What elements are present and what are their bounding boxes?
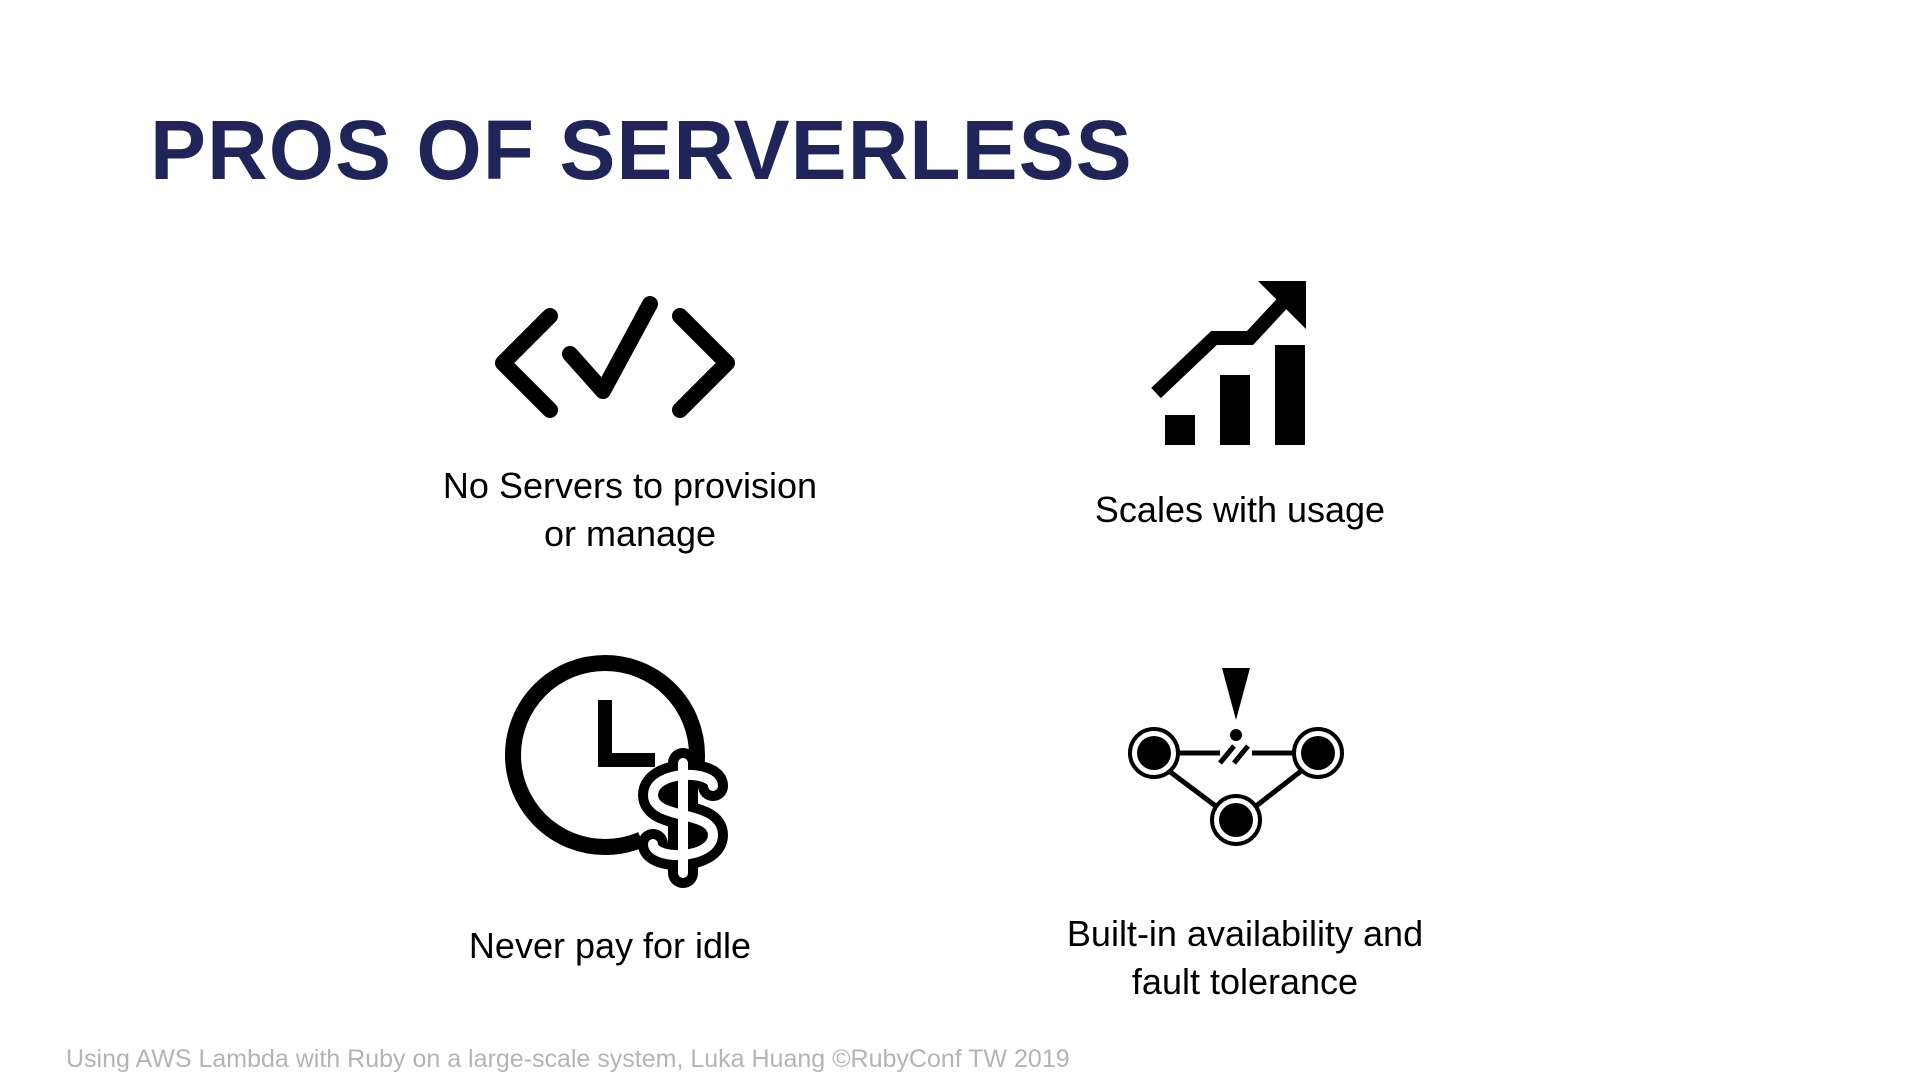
code-check-icon (495, 296, 735, 418)
fault-tolerance-network-icon (1128, 668, 1344, 846)
caption-built-in-availability: Built-in availability and fault toleranc… (1015, 910, 1475, 1006)
clock-dollar-icon (505, 655, 731, 888)
growth-chart-icon (1151, 281, 1306, 445)
caption-no-servers: No Servers to provision or manage (400, 462, 860, 558)
caption-scales: Scales with usage (1020, 486, 1460, 534)
caption-line: Scales with usage (1094, 489, 1386, 530)
caption-never-pay: Never pay for idle (400, 922, 820, 970)
caption-line: Never pay for idle (468, 925, 752, 966)
caption-line: No Servers to provision (442, 465, 818, 506)
slide-title: PROS OF SERVERLESS (150, 103, 1133, 197)
caption-line: Built-in availability and (1066, 913, 1424, 954)
caption-line: or manage (543, 513, 717, 554)
caption-line: fault tolerance (1131, 961, 1359, 1002)
footer-credit: Using AWS Lambda with Ruby on a large-sc… (66, 1045, 1070, 1073)
